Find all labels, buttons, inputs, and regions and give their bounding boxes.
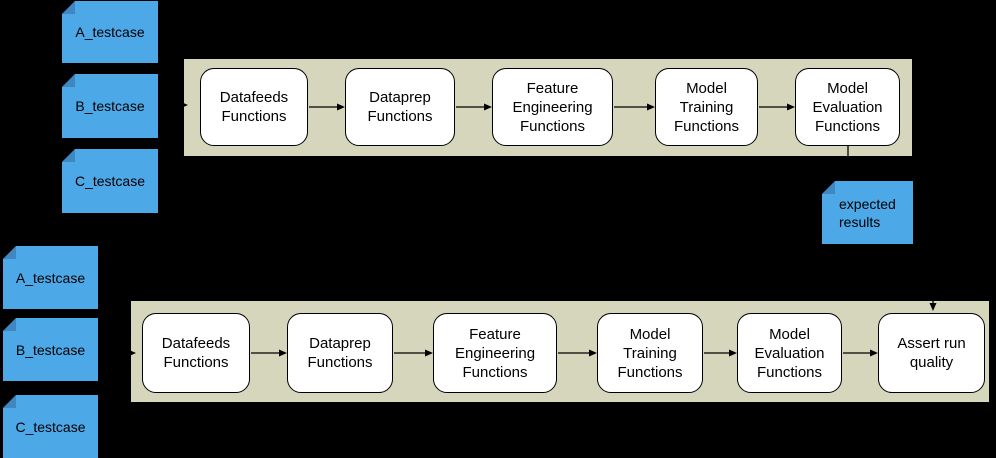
note-top-b-testcase: B_testcase	[62, 74, 158, 138]
box-label: Feature Engineering Functions	[454, 325, 536, 381]
note-label: C_testcase	[74, 173, 146, 189]
box-bottom-feature-engineering-functions: Feature Engineering Functions	[433, 313, 557, 393]
box-label: Datafeeds Functions	[219, 89, 289, 125]
box-top-datafeeds-functions: Datafeeds Functions	[200, 68, 308, 146]
note-label: A_testcase	[75, 24, 145, 40]
note-bottom-a-testcase: A_testcase	[3, 246, 98, 309]
box-bottom-assert-run-quality: Assert run quality	[878, 313, 985, 393]
box-bottom-datafeeds-functions: Datafeeds Functions	[142, 313, 250, 393]
box-label: Assert run quality	[897, 335, 966, 371]
note-top-a-testcase: A_testcase	[62, 1, 158, 63]
note-label: B_testcase	[75, 98, 145, 114]
box-top-feature-engineering-functions: Feature Engineering Functions	[492, 68, 613, 146]
arrow-top-c-to-band	[157, 105, 181, 182]
note-top-c-testcase: C_testcase	[62, 149, 158, 213]
box-bottom-model-training-functions: Model Training Functions	[597, 313, 703, 393]
arrow-bottom-c-to-band	[98, 353, 129, 427]
box-label: Model Training Functions	[617, 325, 683, 381]
line-expected-to-assert	[913, 211, 934, 303]
note-label: expected results	[839, 195, 896, 230]
box-bottom-model-evaluation-functions: Model Evaluation Functions	[737, 313, 842, 393]
pipeline-band-bottom	[130, 300, 990, 403]
box-label: Dataprep Functions	[367, 89, 433, 125]
box-label: Model Evaluation Functions	[812, 79, 883, 135]
box-label: Model Training Functions	[673, 79, 740, 135]
note-label: B_testcase	[15, 341, 86, 358]
note-expected-results: expected results	[822, 181, 913, 244]
box-label: Model Evaluation Functions	[754, 325, 825, 381]
box-top-dataprep-functions: Dataprep Functions	[345, 68, 455, 146]
note-label: C_testcase	[15, 418, 86, 435]
arrow-bottom-a-to-band	[98, 277, 129, 353]
box-label: Feature Engineering Functions	[512, 79, 593, 135]
note-label: A_testcase	[15, 269, 86, 286]
arrow-top-a-to-band	[157, 31, 181, 105]
box-top-model-training-functions: Model Training Functions	[655, 68, 758, 146]
box-label: Datafeeds Functions	[161, 335, 231, 371]
box-top-model-evaluation-functions: Model Evaluation Functions	[795, 68, 900, 146]
box-label: Dataprep Functions	[307, 335, 373, 371]
box-bottom-dataprep-functions: Dataprep Functions	[287, 313, 393, 393]
note-bottom-b-testcase: B_testcase	[3, 318, 98, 381]
note-bottom-c-testcase: C_testcase	[3, 395, 98, 458]
